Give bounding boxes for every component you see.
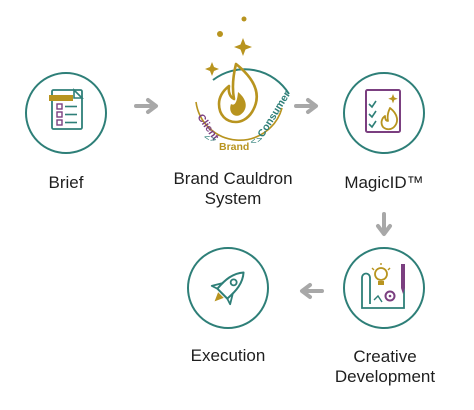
cauldron-ring-right-label: Consumer [255, 89, 293, 139]
cauldron-ring-right-arrows: <> [249, 134, 265, 147]
creative-label-line2: Development [334, 367, 436, 386]
rocket-icon [210, 271, 245, 306]
sparkles-icon [205, 16, 252, 76]
arrow-creative-to-execution [300, 283, 324, 299]
cauldron-ring-center-label: Brand [219, 141, 249, 153]
cauldron-label-line1: Brand Cauldron [173, 169, 293, 188]
arrow-cauldron-to-magicid [294, 98, 318, 114]
cauldron-ring-left-arrows: <> [202, 132, 217, 144]
magicid-node [343, 72, 425, 154]
cauldron-label-line2: System [204, 189, 262, 208]
creative-circle [343, 247, 425, 329]
brief-node [25, 72, 107, 154]
checklist-flame-document-icon [365, 89, 401, 133]
cauldron-label: Brand Cauldron System [163, 169, 303, 209]
creative-node [343, 247, 425, 329]
creative-label-line1: Creative [353, 347, 417, 366]
cauldron-node: Client <> Brand <> Consumer [195, 16, 293, 153]
magicid-label-text: MagicID™ [344, 173, 424, 192]
brief-circle [25, 72, 107, 154]
brief-label-text: Brief [48, 173, 84, 192]
arrow-magicid-to-creative [376, 212, 392, 236]
execution-circle [187, 247, 269, 329]
magicid-circle [343, 72, 425, 154]
checklist-document-icon [49, 88, 84, 130]
magicid-label: MagicID™ [334, 173, 434, 193]
cauldron-ring-bottom [195, 101, 283, 141]
execution-label-text: Execution [190, 346, 266, 365]
blueprint-lightbulb-icon [361, 263, 405, 309]
arrow-brief-to-cauldron [134, 98, 158, 114]
brief-label: Brief [26, 173, 106, 193]
execution-node [187, 247, 269, 329]
creative-label: Creative Development [330, 347, 440, 387]
execution-label: Execution [183, 346, 273, 366]
flame-icon [217, 62, 258, 124]
cauldron-ring-outer [212, 68, 290, 95]
